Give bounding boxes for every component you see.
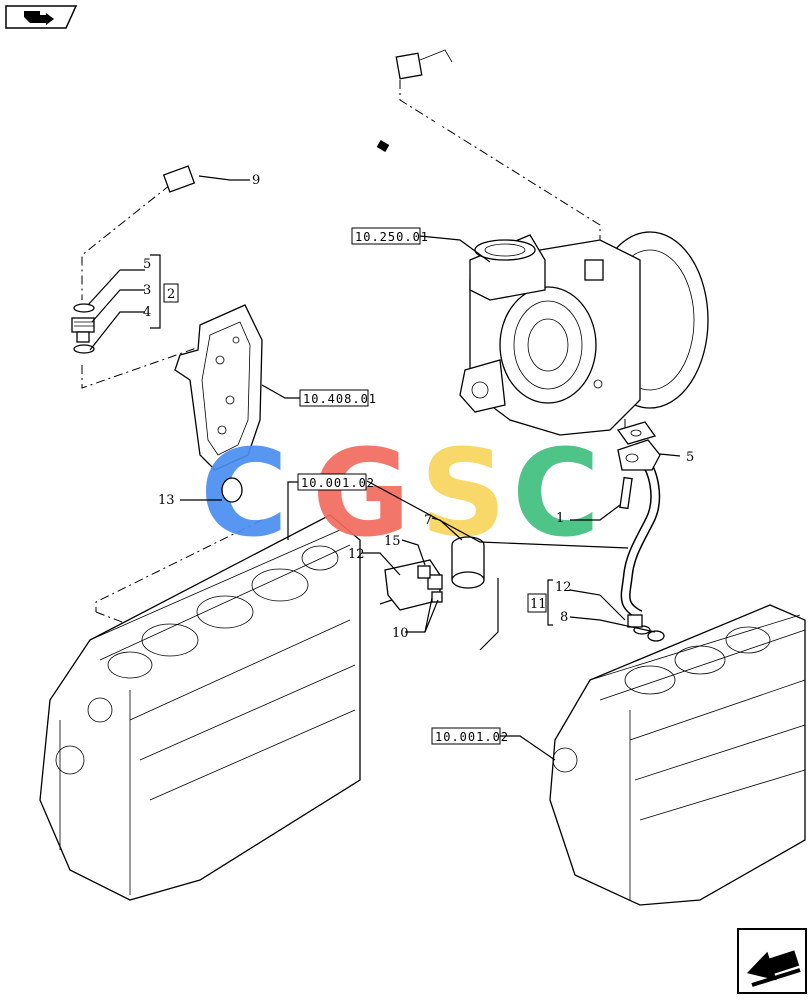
- sensor-fitting: [71, 303, 95, 354]
- oil-pipe: [616, 421, 665, 642]
- callout-5b[interactable]: 5: [686, 450, 694, 465]
- callout-12b[interactable]: 12: [555, 580, 572, 595]
- callout-13[interactable]: 13: [158, 493, 175, 508]
- engine-block-left: [39, 514, 361, 901]
- gear-cover: [174, 304, 263, 471]
- seal-ring-13: [221, 477, 243, 503]
- watermark: C G S C: [200, 425, 600, 564]
- callout-4[interactable]: 4: [143, 305, 151, 320]
- callout-3[interactable]: 3: [143, 283, 151, 298]
- callout-1[interactable]: 1: [556, 511, 564, 526]
- callout-2[interactable]: 2: [167, 287, 175, 302]
- book-arrow-icon[interactable]: [5, 5, 78, 29]
- callouts: 9 5 3 4 2 13 5 1 7 15 12 10 12 11 8: [143, 173, 694, 641]
- ref-block-left-label: 10.001.02: [301, 476, 375, 490]
- callout-7[interactable]: 7: [424, 513, 432, 528]
- ref-turbo-label: 10.250.01: [355, 230, 429, 244]
- callout-5a[interactable]: 5: [143, 257, 151, 272]
- ref-box-cover[interactable]: [299, 389, 369, 407]
- callout-12a[interactable]: 12: [348, 547, 365, 562]
- callout-15[interactable]: 15: [384, 534, 401, 549]
- ref-block-right-label: 10.001.02: [435, 730, 509, 744]
- reference-boxes: 10.250.01 10.408.01 10.001.02 10.001.02: [297, 227, 509, 745]
- callout-11[interactable]: 11: [530, 597, 547, 612]
- engine-block-right: [549, 604, 806, 906]
- bracket: [379, 536, 485, 611]
- ref-box-turbo[interactable]: [351, 227, 421, 245]
- watermark-letter-3: S: [420, 425, 506, 564]
- next-page-arrow-icon[interactable]: [737, 928, 807, 994]
- watermark-letter-4: C: [512, 425, 600, 564]
- ref-cover-label: 10.408.01: [303, 392, 377, 406]
- ref-box-block-left[interactable]: [297, 473, 367, 491]
- callout-10[interactable]: 10: [392, 626, 409, 641]
- turbocharger: [459, 231, 709, 436]
- ref-box-block-right[interactable]: [431, 727, 501, 745]
- sensor-harness: [162, 49, 453, 193]
- callout-9[interactable]: 9: [252, 173, 260, 188]
- watermark-letter-2: G: [312, 425, 411, 564]
- callout-8[interactable]: 8: [560, 610, 568, 625]
- leader-lines: [87, 175, 681, 761]
- watermark-letter-1: C: [200, 425, 288, 564]
